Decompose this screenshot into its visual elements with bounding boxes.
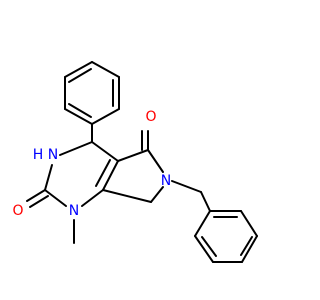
bond <box>44 164 53 191</box>
ring-nitrogen-n6: N <box>161 173 171 189</box>
bonds <box>26 61 258 263</box>
bond <box>64 61 93 78</box>
bond <box>68 103 92 118</box>
bond <box>102 160 119 191</box>
bond <box>171 180 202 193</box>
bond <box>81 189 104 207</box>
bond <box>194 235 214 263</box>
bond <box>150 186 164 203</box>
bond <box>29 195 49 208</box>
bond <box>95 159 111 187</box>
structure-canvas: O O H N N N <box>12 61 258 263</box>
bond <box>200 191 211 212</box>
bond <box>240 236 253 256</box>
bond <box>91 108 120 125</box>
bond <box>240 210 258 237</box>
amide-hydrogen: H <box>33 147 44 163</box>
bond <box>102 189 152 203</box>
carbonyl-oxygen-left: O <box>12 203 23 219</box>
carbonyl-oxygen-top: O <box>145 109 156 125</box>
bond <box>147 149 164 173</box>
bond <box>241 235 258 263</box>
bond <box>194 210 211 237</box>
molecule-drawing: O O H N N N <box>12 61 258 263</box>
bond <box>59 141 93 156</box>
amide-nitrogen: N <box>48 147 58 163</box>
bond <box>91 141 119 162</box>
bond <box>64 108 93 125</box>
bond <box>201 236 217 257</box>
ring-nitrogen-n1: N <box>69 203 79 219</box>
bond <box>44 189 67 207</box>
bond <box>68 68 92 83</box>
atom-labels: O O H N N N <box>12 109 171 219</box>
bond <box>117 149 149 162</box>
bond <box>26 189 46 202</box>
bond <box>91 61 120 78</box>
